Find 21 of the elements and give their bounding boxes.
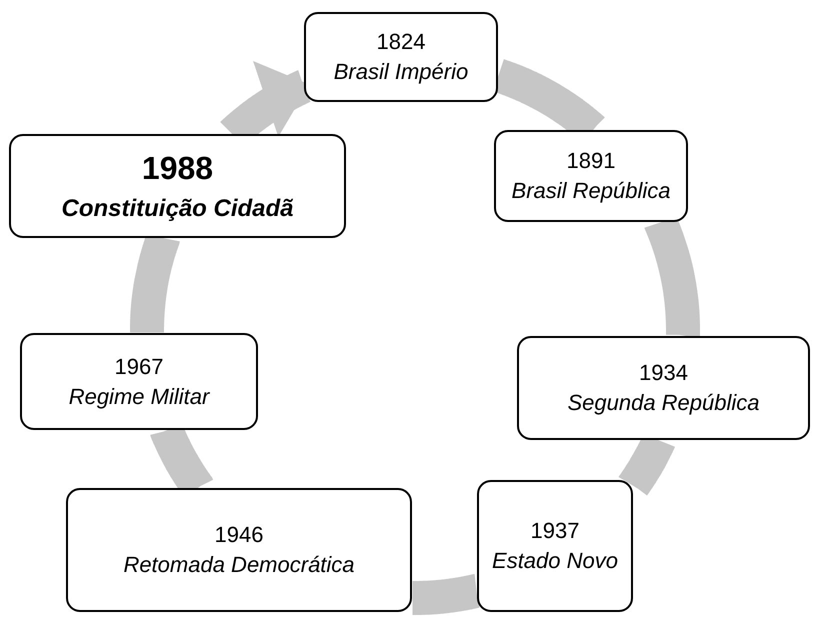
- period-box: [477, 480, 633, 612]
- period-name: Brasil Império: [334, 59, 468, 85]
- period-box: [66, 488, 412, 612]
- year-label: 1988: [142, 150, 214, 186]
- year-label: 1967: [114, 354, 164, 380]
- period-box: [517, 336, 810, 440]
- period-box: [494, 130, 688, 222]
- period-name: Segunda República: [567, 390, 760, 416]
- period-box: [9, 134, 346, 238]
- year-label: 1824: [376, 29, 426, 55]
- period-name: Estado Novo: [492, 548, 618, 574]
- period-name: Constituição Cidadã: [61, 194, 294, 222]
- year-label: 1934: [639, 360, 688, 386]
- period-name: Retomada Democrática: [123, 552, 355, 578]
- year-label: 1891: [566, 148, 616, 174]
- year-label: 1946: [214, 522, 264, 548]
- period-box: [20, 333, 258, 430]
- year-label: 1937: [530, 518, 580, 544]
- period-box: [304, 12, 498, 102]
- period-name: Regime Militar: [68, 384, 210, 410]
- period-name: Brasil República: [512, 178, 670, 204]
